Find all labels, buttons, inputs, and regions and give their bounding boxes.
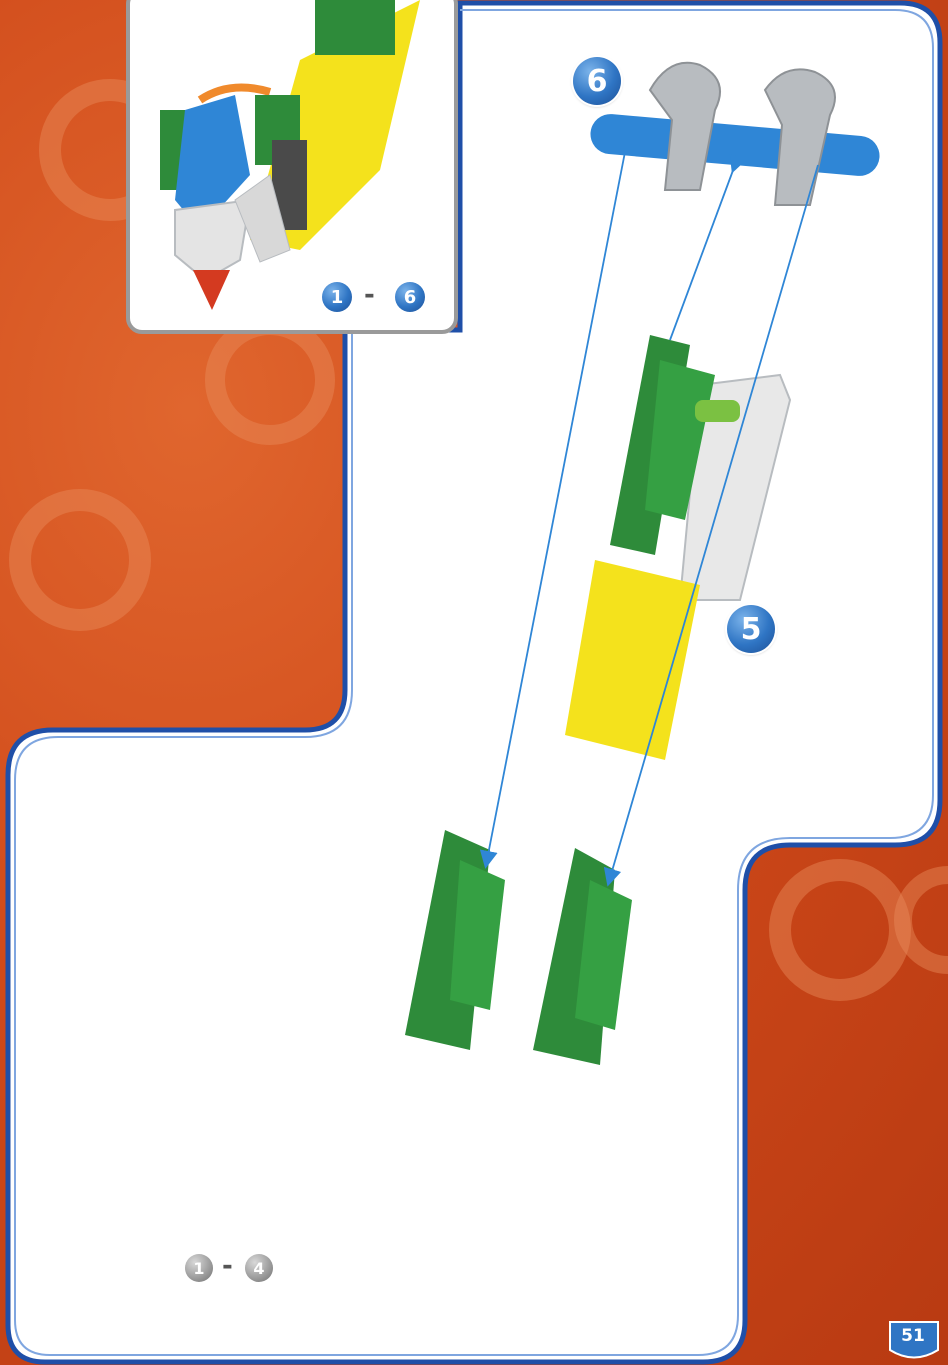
range-end-badge: 6	[395, 282, 425, 312]
range-dash: -	[364, 280, 375, 310]
current-range-start-badge: 1	[185, 1254, 213, 1282]
current-range-dash: -	[222, 1251, 233, 1281]
step-6-badge: 6	[573, 57, 621, 105]
page-number: 51	[888, 1318, 938, 1360]
step-5-badge: 5	[727, 605, 775, 653]
current-range-end-badge: 4	[245, 1254, 273, 1282]
range-start-badge: 1	[322, 282, 352, 312]
